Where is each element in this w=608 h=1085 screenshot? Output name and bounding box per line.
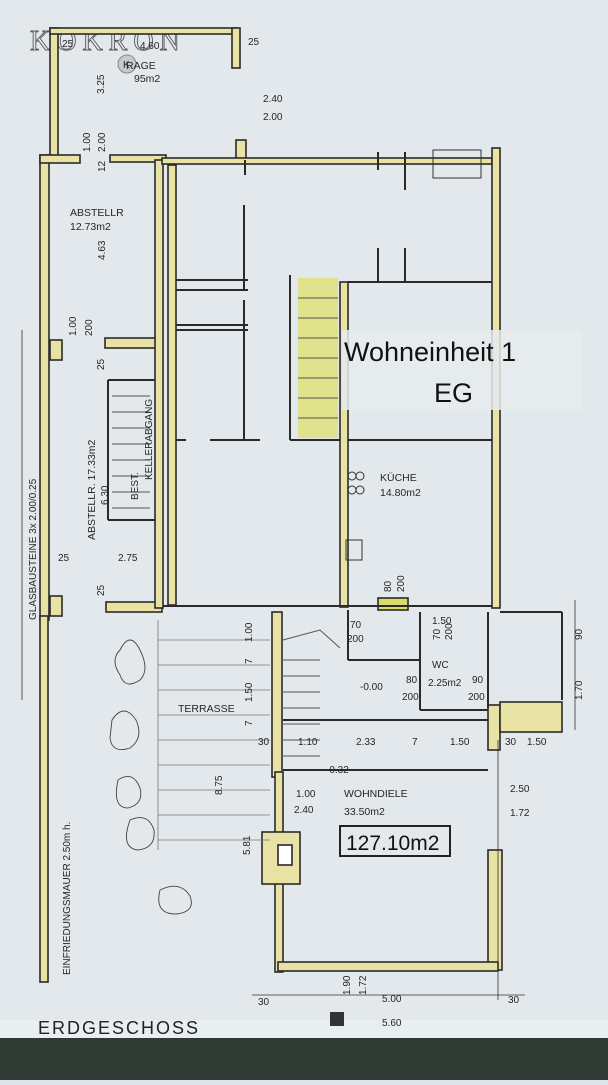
dim: 1.00 <box>244 622 255 642</box>
dim: 90 <box>472 675 484 686</box>
wohndiele-area: 33.50m2 <box>344 806 385 818</box>
dim: 200 <box>402 692 419 703</box>
floor-caption: ERDGESCHOSS <box>38 1018 200 1038</box>
dim: 1.72 <box>358 975 369 995</box>
dim: 30 <box>508 995 520 1006</box>
abstell1-name: ABSTELLR <box>70 207 124 219</box>
dim: 200 <box>84 319 95 336</box>
interior-lines <box>107 152 563 771</box>
dim: 70 <box>432 628 443 640</box>
table-edge <box>0 1030 608 1080</box>
camera-icon: K <box>117 54 137 74</box>
dim: 70 <box>350 620 362 631</box>
dim: 25 <box>96 358 107 370</box>
dim: 1.50 <box>432 616 452 627</box>
terrace-grid <box>157 620 270 850</box>
dim: 30 <box>258 997 270 1008</box>
dim: 2.40 <box>263 94 283 105</box>
level-b: -0.32 <box>326 765 349 776</box>
level-a: -0.00 <box>360 682 383 693</box>
abstell2-label: ABSTELLR. 17.33m2 <box>86 439 98 540</box>
dim: 2.00 <box>97 132 108 152</box>
kueche-name: KÜCHE <box>380 472 417 484</box>
total-area: 127.10m2 <box>346 832 439 855</box>
dim: 4.60 <box>140 41 160 52</box>
dim: 1.50 <box>244 682 255 702</box>
dim: 80 <box>406 675 418 686</box>
fence-label: EINFRIEDUNGSMAUER 2.50m h. <box>62 822 73 975</box>
cellar-stair <box>112 395 150 509</box>
dim: 25 <box>248 37 260 48</box>
kellerabgang-label: KELLERABGANG <box>144 399 155 480</box>
dim: 2.00 <box>263 112 283 123</box>
paper-edge <box>0 1020 608 1038</box>
stair-treads <box>298 297 338 419</box>
dim: 200 <box>396 575 407 592</box>
dim: 6.30 <box>100 485 111 505</box>
floor-title: EG <box>434 378 473 408</box>
dim: 1.00 <box>296 789 316 800</box>
best-label: BEST. <box>130 472 141 500</box>
garage-name: RAGE <box>126 60 156 72</box>
dim: 3.25 <box>96 74 107 94</box>
wc-name: WC <box>432 660 449 671</box>
dim: 25 <box>96 584 107 596</box>
dim: 2.75 <box>118 553 138 564</box>
wc-area: 2.25m2 <box>428 678 462 689</box>
svg-text:K: K <box>123 60 130 71</box>
total-area-box: 127.10m2 <box>339 825 451 857</box>
dim: 200 <box>444 623 455 640</box>
dim: 8.75 <box>214 775 225 795</box>
dim: 80 <box>383 580 394 592</box>
dim: 7 <box>244 658 255 664</box>
dim: 7 <box>412 737 418 748</box>
dim: 2.40 <box>294 805 314 816</box>
dim: 1.10 <box>298 737 318 748</box>
dim: 2.50 <box>510 784 530 795</box>
abstell1-area: 12.73m2 <box>70 221 111 233</box>
dim: 1.00 <box>68 316 79 336</box>
dim: 5.60 <box>382 1018 402 1029</box>
stair-lower <box>282 629 341 757</box>
dim: 1.50 <box>450 737 470 748</box>
wohndiele-name: WOHNDIELE <box>344 788 408 800</box>
dim: 12 <box>97 160 108 172</box>
dim: 4.63 <box>97 240 108 260</box>
garage-area: 95m2 <box>134 73 160 85</box>
room-labels: RAGE 95m2 ABSTELLR 12.73m2 ABSTELLR. 17.… <box>70 60 462 818</box>
dimension-labels: 25 4.60 25 3.25 2.40 2.00 1.00 2.00 12 4… <box>58 37 585 1029</box>
dim: 90 <box>574 628 585 640</box>
dim: 1.50 <box>527 737 547 748</box>
unit-title: Wohneinheit 1 <box>344 337 516 367</box>
overlay-bg <box>342 330 582 410</box>
kitchen-fixtures <box>345 149 482 561</box>
dim: 1.72 <box>510 808 530 819</box>
dimension-lines <box>21 330 576 1000</box>
dim: 200 <box>347 634 364 645</box>
dim: 5.81 <box>242 835 253 855</box>
dim: 1.00 <box>82 132 93 152</box>
dim: 5.00 <box>382 994 402 1005</box>
dim: 1.70 <box>574 680 585 700</box>
dim: 30 <box>258 737 270 748</box>
glass-label: GLASBAUSTEINE 3x 2.00/0.25 <box>28 478 39 620</box>
dim: 25 <box>58 553 70 564</box>
section-marker <box>330 1012 344 1026</box>
terrasse-label: TERRASSE <box>178 703 235 715</box>
dim: 7 <box>244 720 255 726</box>
kueche-area: 14.80m2 <box>380 487 421 499</box>
plant-sketches <box>109 639 192 915</box>
dim: 200 <box>468 692 485 703</box>
dim: 2.33 <box>356 737 376 748</box>
dim: 1.90 <box>342 975 353 995</box>
dim: 30 <box>505 737 517 748</box>
dim: 25 <box>62 39 74 50</box>
